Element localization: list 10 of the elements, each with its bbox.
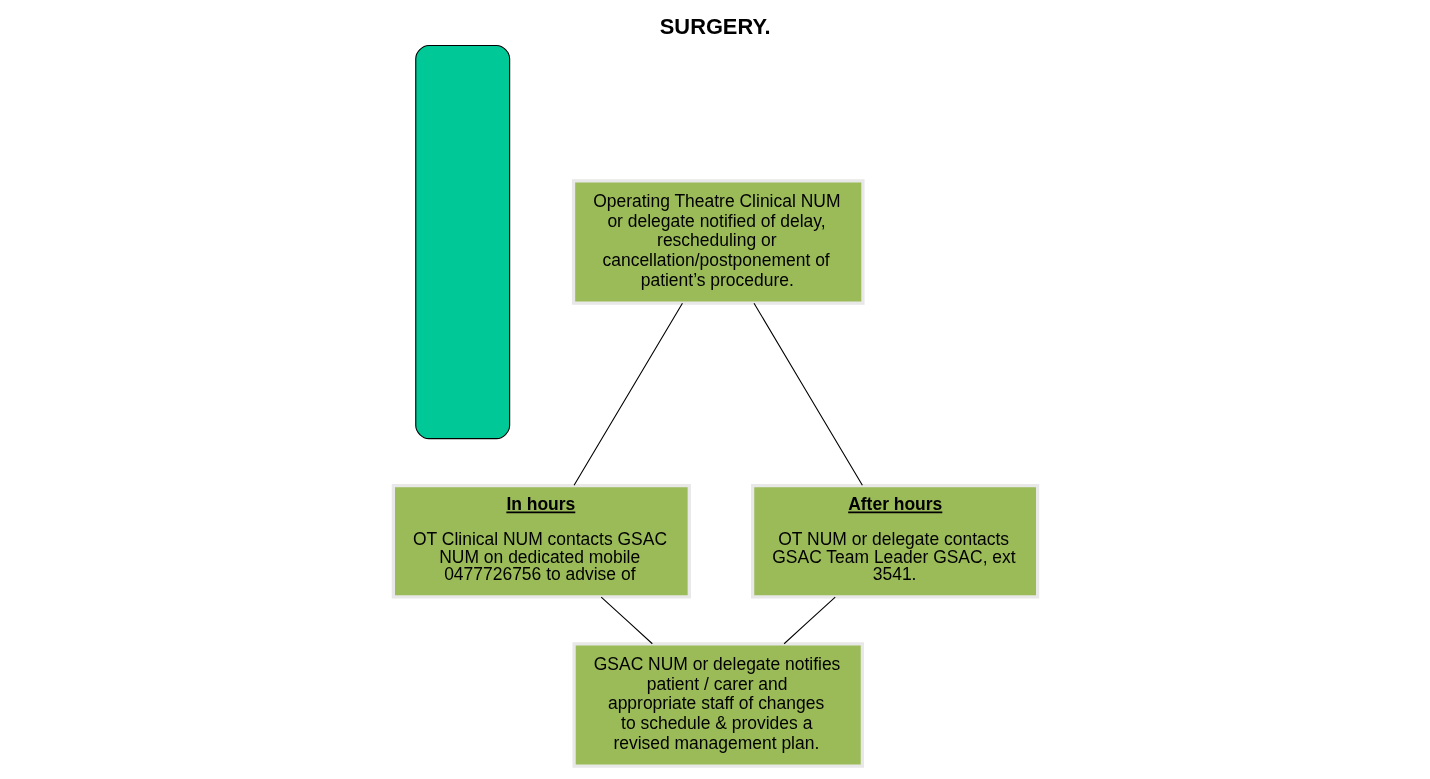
connector (752, 302, 863, 486)
connector (783, 596, 836, 645)
node-box: Operating Theatre Clinical NUM or delegate notified of delay, rescheduling or cancellation/postponement of patient’s procedure. (571, 179, 865, 305)
diagram-title: SURGERY. (659, 13, 771, 39)
node-box (414, 45, 510, 440)
node-box: After hours OT NUM or delegate contacts GSAC Team Leader GSAC, ext 3541. (750, 483, 1039, 599)
node-box: In hours OT Clinical NUM contacts GSAC NUM on dedicated mobile 0477726756 to advise of (391, 483, 691, 599)
connector (573, 302, 683, 486)
node-box: GSAC NUM or delegate notifies patient / carer and appropriate staff of changes to schedule & provides a revised management plan. (571, 642, 864, 768)
connector (600, 596, 653, 645)
